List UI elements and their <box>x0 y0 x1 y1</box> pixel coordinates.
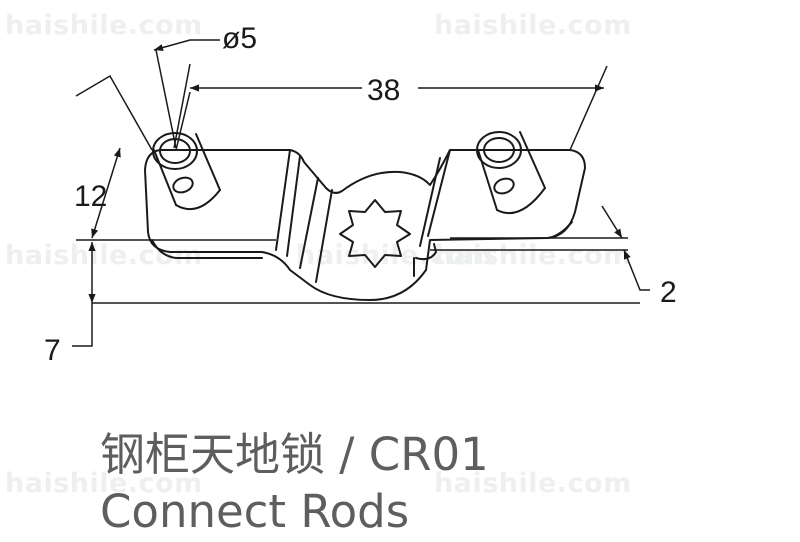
height-dimension-line <box>91 147 121 239</box>
bend-line-left-inner <box>286 155 301 257</box>
spacing-extension-left <box>175 91 191 151</box>
product-subtitle: Connect Rods <box>100 485 410 538</box>
watermark-top-left: haishile.com <box>5 10 203 41</box>
bend-line-right-outer <box>427 149 451 237</box>
bottom-thickness-left <box>151 239 263 259</box>
diameter-extension-left <box>155 49 177 149</box>
diameter-label: ø5 <box>222 22 257 55</box>
spacing-label: 38 <box>367 74 400 107</box>
offset-label: 7 <box>44 334 61 367</box>
watermark-bottom-right: haishile.com <box>434 468 632 499</box>
bend-line-left-ridge2 <box>315 189 333 283</box>
thickness-arrow-upper <box>601 205 623 239</box>
bracket-outline <box>144 149 586 301</box>
height-extension-top <box>75 74 153 151</box>
thickness-arrow-lower <box>623 249 650 291</box>
watermark-top-right: haishile.com <box>434 10 632 41</box>
bend-line-left-outer <box>275 149 291 251</box>
diameter-leader <box>153 39 220 52</box>
pin-right <box>476 131 546 215</box>
hub-lower-edge <box>415 243 437 261</box>
watermark-bottom-left: haishile.com <box>5 468 203 499</box>
product-title: 钢柜天地锁 / CR01 <box>100 428 489 481</box>
spacing-extension-right <box>569 65 608 151</box>
thickness-label: 2 <box>660 276 677 309</box>
star-hole <box>339 199 411 268</box>
bottom-thickness-right <box>547 221 573 239</box>
pin-left <box>152 132 221 210</box>
bend-line-left-ridge <box>299 177 319 269</box>
height-label: 12 <box>74 180 107 213</box>
diameter-extension-right <box>173 63 191 149</box>
bend-line-right-inner <box>419 157 441 247</box>
watermark-mid-right: haishile.com <box>434 240 632 271</box>
offset-leader <box>72 303 93 347</box>
